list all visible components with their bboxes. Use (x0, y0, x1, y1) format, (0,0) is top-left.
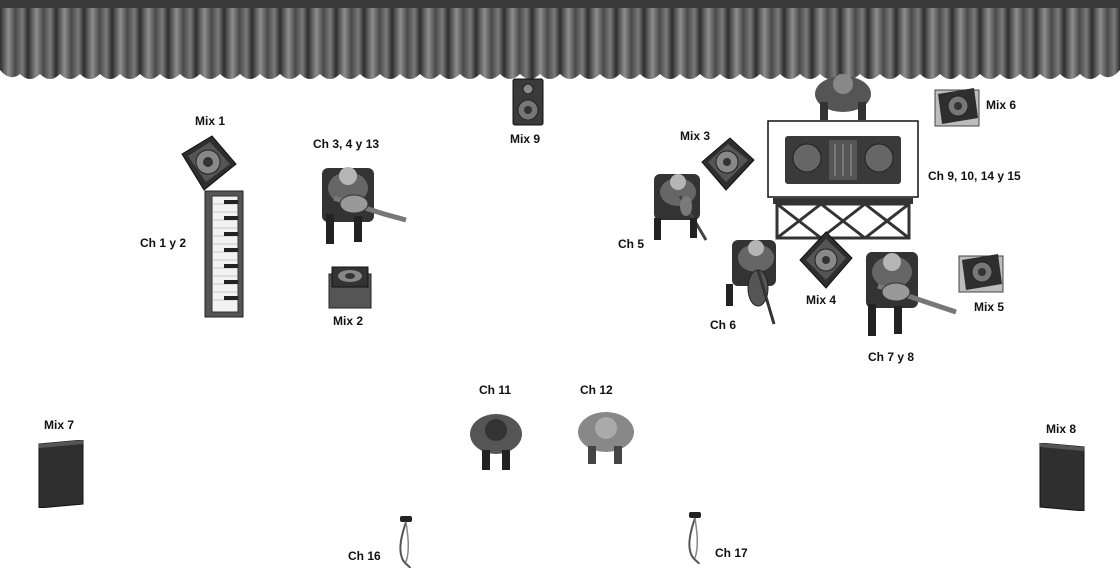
ch7-8-label: Ch 7 y 8 (868, 350, 915, 364)
mix3-label: Mix 3 (680, 129, 711, 143)
mix4-label: Mix 4 (806, 293, 837, 307)
stage-curtain-icon (0, 0, 1120, 79)
mix7-label: Mix 7 (44, 418, 75, 432)
mix4-monitor-icon (798, 230, 854, 290)
mix6-monitor-icon (934, 86, 982, 128)
mix6-label: Mix 6 (986, 98, 1017, 112)
ch3-4-13-label: Ch 3, 4 y 13 (313, 137, 380, 151)
microphone-ch17-icon (683, 510, 707, 566)
ch16-label: Ch 16 (348, 549, 381, 563)
ch17-label: Ch 17 (715, 546, 748, 560)
singer-ch11-icon (462, 402, 532, 474)
dj-controller-icon (767, 120, 921, 242)
guitarist-icon (314, 158, 414, 248)
keyboard-icon (204, 190, 244, 318)
mix9-label: Mix 9 (510, 132, 541, 146)
dj-performer-icon (808, 64, 878, 122)
mix1-label: Mix 1 (195, 114, 226, 128)
ch5-label: Ch 5 (618, 237, 645, 251)
mix7-pa-speaker-icon (37, 440, 85, 508)
mix2-label: Mix 2 (333, 314, 364, 328)
ch1-2-label: Ch 1 y 2 (140, 236, 187, 250)
mix8-label: Mix 8 (1046, 422, 1077, 436)
ch11-label: Ch 11 (479, 383, 512, 397)
mix3-monitor-icon (700, 136, 756, 192)
singer-ch12-icon (572, 402, 642, 468)
mix5-monitor-icon (958, 252, 1006, 294)
ch9-10-14-15-label: Ch 9, 10, 14 y 15 (928, 169, 1021, 183)
mix2-monitor-icon (328, 266, 372, 310)
ch6-label: Ch 6 (710, 318, 737, 332)
guitarist-2-icon (860, 248, 960, 340)
mix1-monitor-icon (178, 134, 238, 192)
ch12-label: Ch 12 (580, 383, 613, 397)
microphone-ch16-icon (394, 514, 418, 570)
mix8-pa-speaker-icon (1038, 443, 1086, 511)
violinist-icon (640, 166, 720, 250)
mix9-monitor-icon (512, 78, 544, 126)
cellist-icon (720, 234, 796, 326)
mix5-label: Mix 5 (974, 300, 1005, 314)
